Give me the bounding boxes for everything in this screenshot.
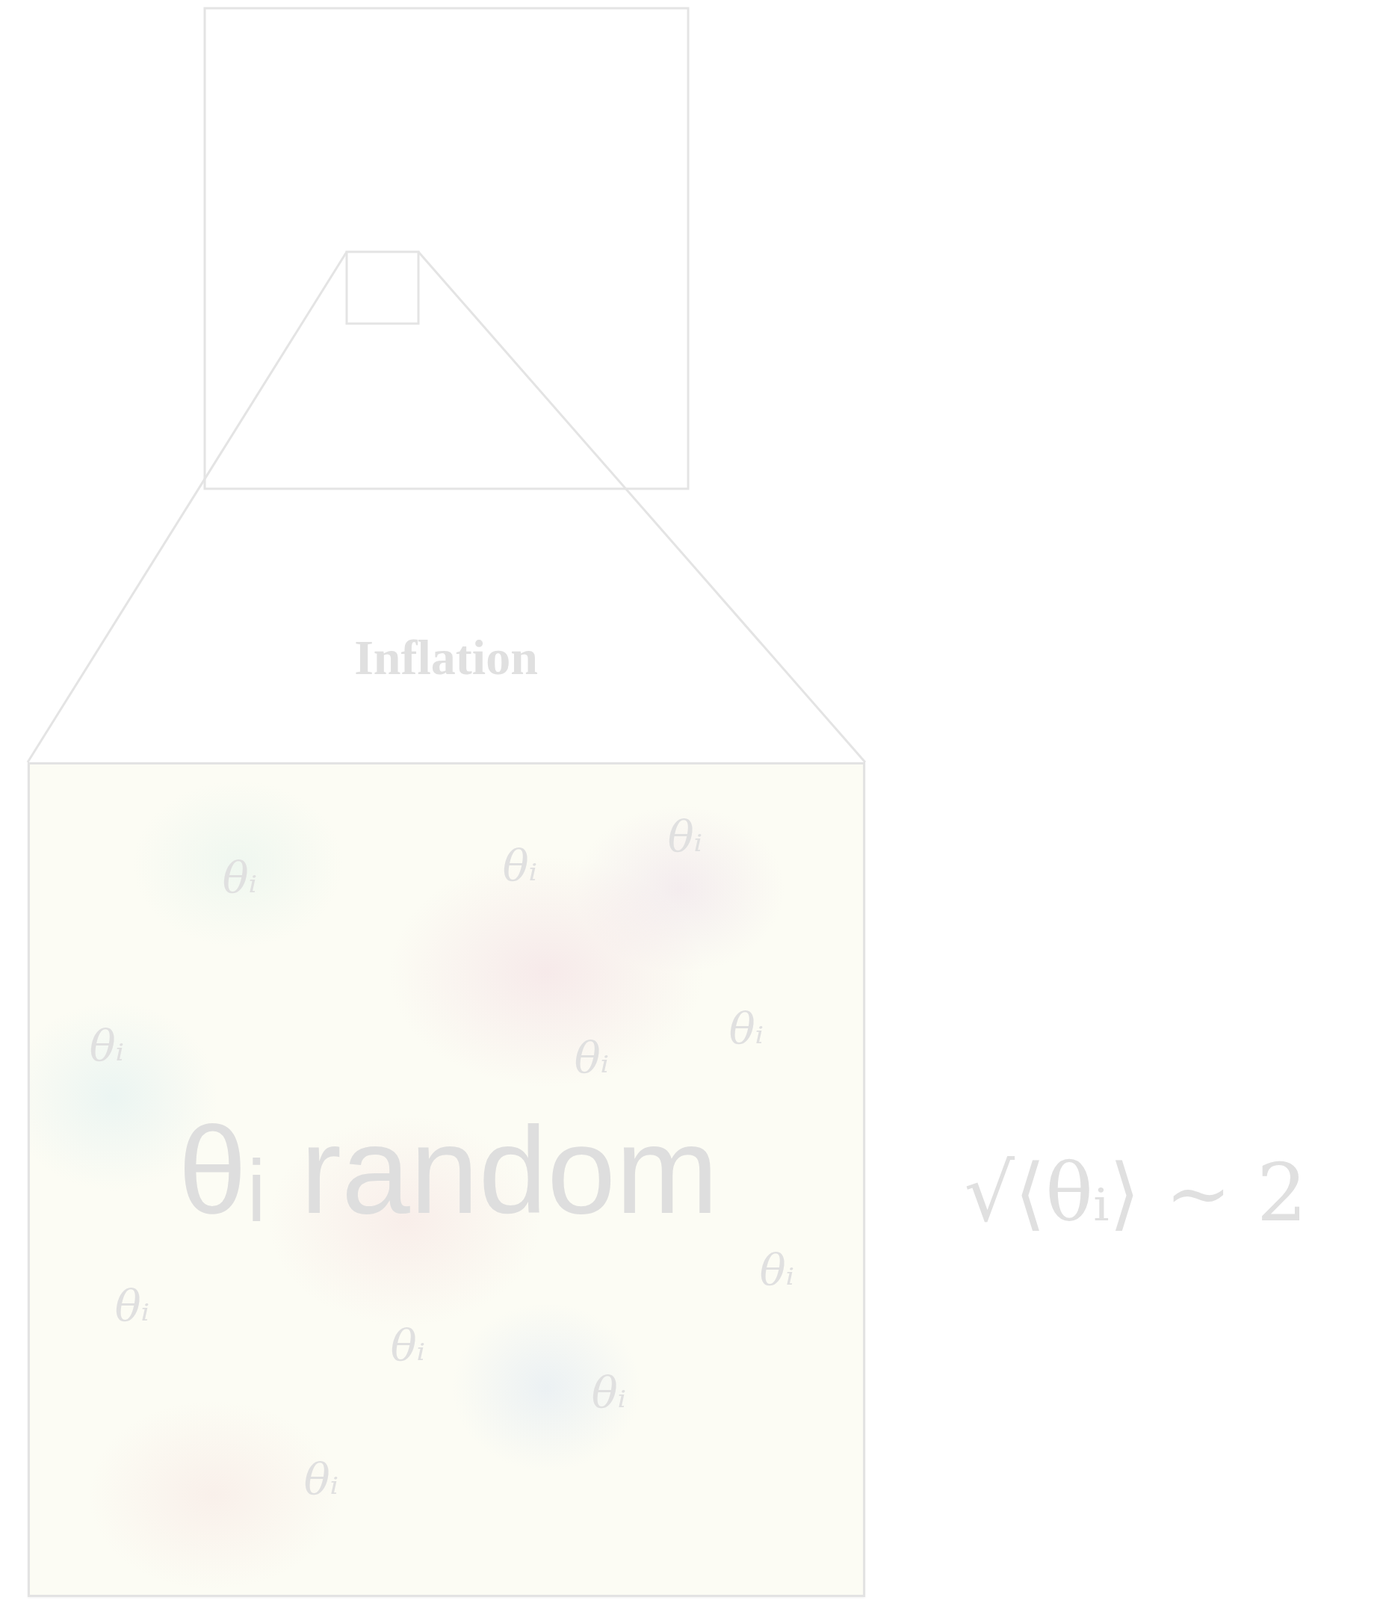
angle-symbol: θᵢ — [574, 1035, 610, 1079]
universe-box — [204, 8, 689, 489]
random-field-box: θᵢ random — [27, 762, 866, 1597]
angle-symbol: θᵢ — [667, 814, 704, 858]
box-heading: θᵢ random — [177, 1108, 719, 1233]
angle-symbol: θᵢ — [390, 1323, 426, 1367]
zoom-line — [418, 251, 866, 763]
zoom-line — [27, 251, 347, 763]
angle-symbol: θᵢ — [304, 1456, 340, 1501]
angle-symbol: θᵢ — [115, 1283, 151, 1327]
stage-label: Inflation — [354, 632, 538, 683]
angle-symbol: θᵢ — [759, 1247, 795, 1292]
patch-box — [346, 251, 419, 324]
angle-symbol: θᵢ — [502, 843, 538, 887]
angle-symbol: θᵢ — [89, 1023, 125, 1067]
rms-formula: √⟨θᵢ⟩ ~ 2 — [963, 1153, 1307, 1233]
angle-symbol: θᵢ — [591, 1370, 627, 1414]
angle-symbol: θᵢ — [222, 855, 258, 899]
angle-symbol: θᵢ — [729, 1006, 765, 1050]
